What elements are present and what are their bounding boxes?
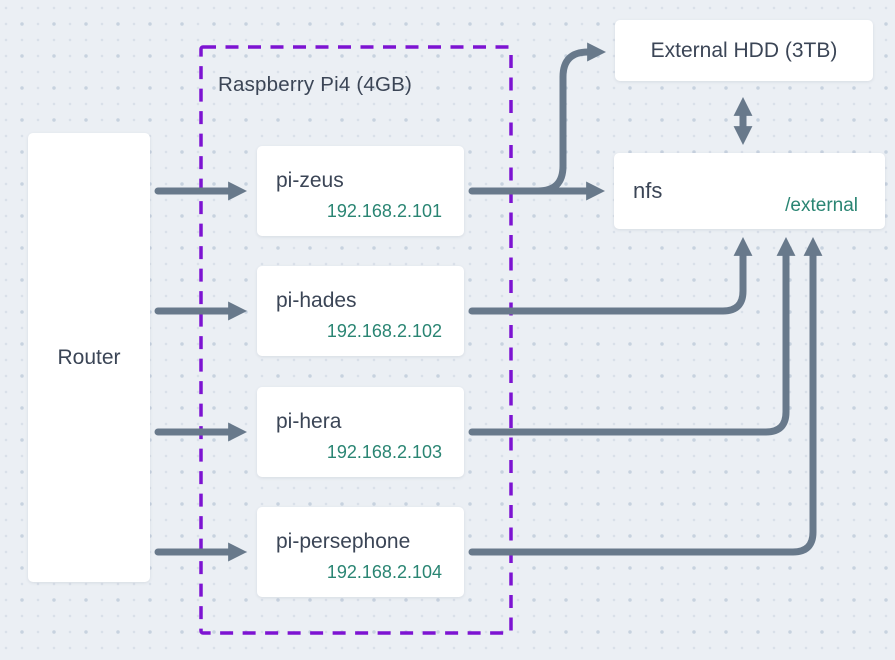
node-name: pi-hades [276, 288, 357, 312]
external-hdd-node: External HDD (3TB) [615, 20, 873, 81]
raspberry-cluster-border [199, 45, 513, 635]
edge-pi-hades-to-nfs-arrow [468, 236, 753, 315]
router-label: Router [57, 345, 121, 369]
node-pi-hera: pi-hera 192.168.2.103 [257, 387, 464, 477]
node-pi-hades: pi-hades 192.168.2.102 [257, 266, 464, 356]
node-ip: 192.168.2.103 [326, 441, 442, 462]
edge-pi-hera-to-nfs-arrow [468, 236, 796, 436]
cluster-title: Raspberry Pi4 (4GB) [218, 73, 413, 96]
edge-pi-zeus-to-external-hdd-arrow [501, 42, 607, 195]
edge-pi-persephone-to-nfs-arrow [468, 236, 823, 556]
node-name: pi-zeus [276, 168, 344, 192]
nfs-mount-label: /external [785, 195, 858, 216]
node-pi-zeus: pi-zeus 192.168.2.101 [257, 146, 464, 236]
node-ip: 192.168.2.102 [326, 320, 442, 341]
node-ip: 192.168.2.101 [326, 200, 442, 221]
router-node: Router [28, 133, 150, 582]
nfs-label: nfs [633, 178, 663, 203]
node-name: pi-persephone [276, 529, 411, 553]
node-name: pi-hera [276, 409, 342, 433]
nfs-node: nfs /external [614, 153, 885, 229]
node-ip: 192.168.2.104 [326, 561, 442, 582]
node-pi-persephone: pi-persephone 192.168.2.104 [257, 507, 464, 597]
external-hdd-label: External HDD (3TB) [650, 38, 838, 62]
